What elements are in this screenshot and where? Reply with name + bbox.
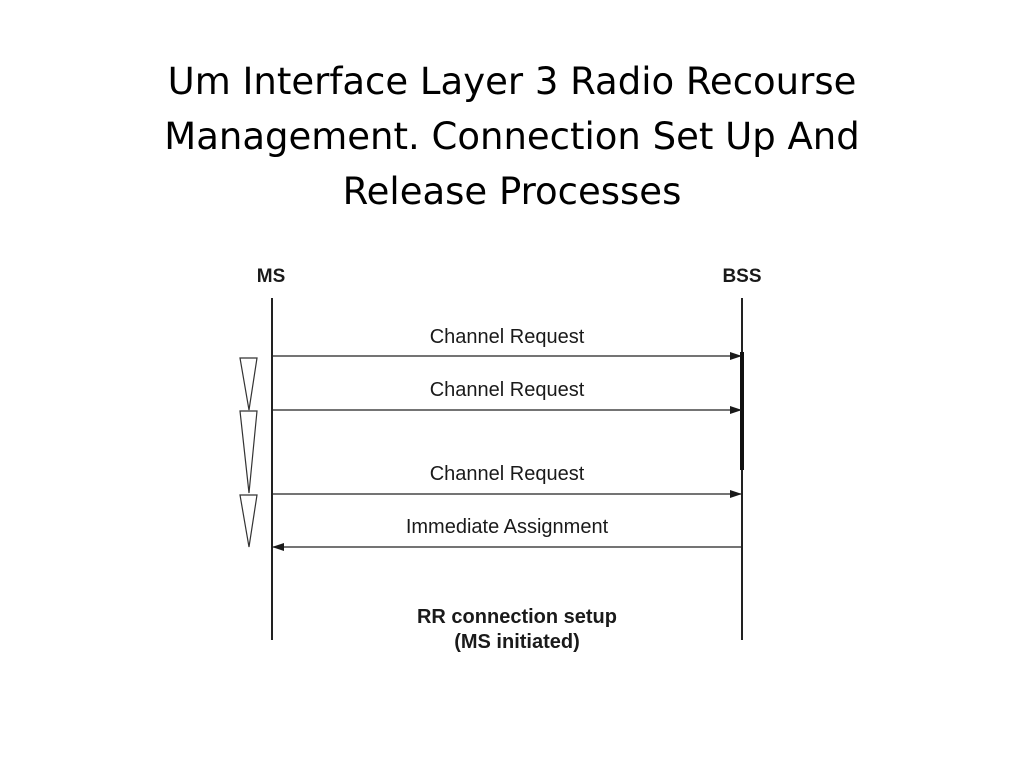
retry-timer-icon [239, 410, 258, 494]
retry-timer-icon [239, 494, 258, 548]
slide-title-line-2: Management. Connection Set Up And [164, 115, 860, 158]
entity-bss-label: BSS [722, 266, 761, 287]
message-label: Immediate Assignment [406, 516, 609, 538]
entity-ms-label: MS [257, 266, 286, 287]
diagram-caption-line-2: (MS initiated) [454, 631, 580, 653]
message-label: Channel Request [430, 463, 585, 485]
message-label: Channel Request [430, 379, 585, 401]
slide-title-line-3: Release Processes [342, 170, 682, 213]
slide-title: Um Interface Layer 3 Radio Recourse Mana… [60, 54, 964, 219]
retry-timer-icon [239, 357, 258, 411]
slide-title-line-1: Um Interface Layer 3 Radio Recourse [167, 60, 857, 103]
message-label: Channel Request [430, 326, 585, 348]
diagram-caption-line-1: RR connection setup [417, 606, 617, 628]
